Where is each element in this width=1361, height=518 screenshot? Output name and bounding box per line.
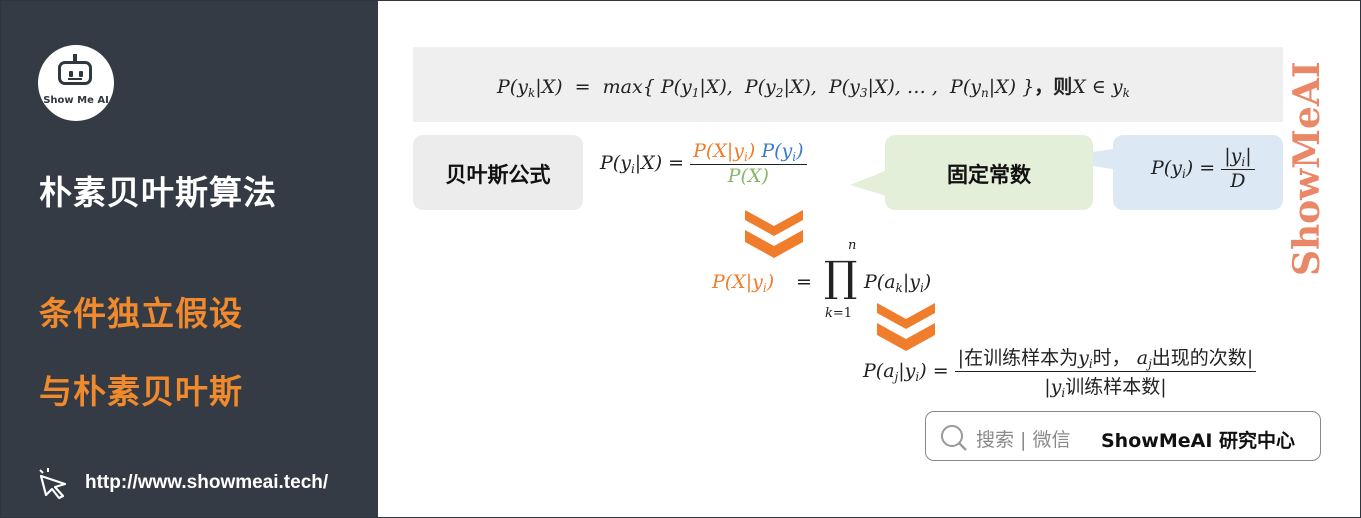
website-link[interactable]: http://www.showmeai.tech/ <box>85 472 329 493</box>
prior-formula: P(yi) = |yi|D <box>1151 145 1255 192</box>
svg-text:ShowMeAI: ShowMeAI <box>1289 61 1328 276</box>
showmeai-watermark: ShowMeAI <box>1289 61 1328 276</box>
constant-label: 固定常数 <box>947 163 1031 187</box>
down-chevron-icon <box>877 303 935 351</box>
sidebar: Show Me AI 朴素贝叶斯算法 条件独立假设 与朴素贝叶斯 http://… <box>1 1 378 517</box>
robot-icon <box>58 54 92 85</box>
bayes-formula: P(yi|X) = P(X|yi) P(yi) P(X) <box>600 140 807 187</box>
cursor-click-icon <box>39 468 67 500</box>
section-subtitle-line1: 条件独立假设 <box>39 294 243 333</box>
bayes-formula-label-box: 贝叶斯公式 <box>413 135 583 210</box>
showmeai-logo: Show Me AI <box>38 45 114 121</box>
logo-text: Show Me AI <box>43 95 109 106</box>
down-chevron-icon <box>745 210 803 258</box>
page-title: 朴素贝叶斯算法 <box>39 173 277 212</box>
search-hint: 搜索 | 微信 <box>976 429 1071 451</box>
wechat-search-box[interactable]: 搜索 | 微信 ShowMeAI 研究中心 <box>925 411 1321 461</box>
section-subtitle-line2: 与朴素贝叶斯 <box>39 372 243 411</box>
decision-rule-formula: P(yk|X) = max{ P(y1|X), P(y2|X), P(y3|X)… <box>497 76 1130 100</box>
bayes-formula-label: 贝叶斯公式 <box>445 163 551 187</box>
independence-formula: P(X|yi) = n ∏ k=1 P(ak|yi) <box>712 238 932 321</box>
decision-rule-bar: P(yk|X) = max{ P(y1|X), P(y2|X), P(y3|X)… <box>413 47 1283 122</box>
likelihood-formula: P(aj|yi) = |在训练样本为yi时， aj出现的次数| |yi训练样本数… <box>863 343 1257 400</box>
search-icon <box>941 425 967 451</box>
prior-formula-box: P(yi) = |yi|D <box>1113 135 1283 210</box>
search-account: ShowMeAI 研究中心 <box>1101 430 1295 452</box>
constant-label-box: 固定常数 <box>885 135 1093 210</box>
